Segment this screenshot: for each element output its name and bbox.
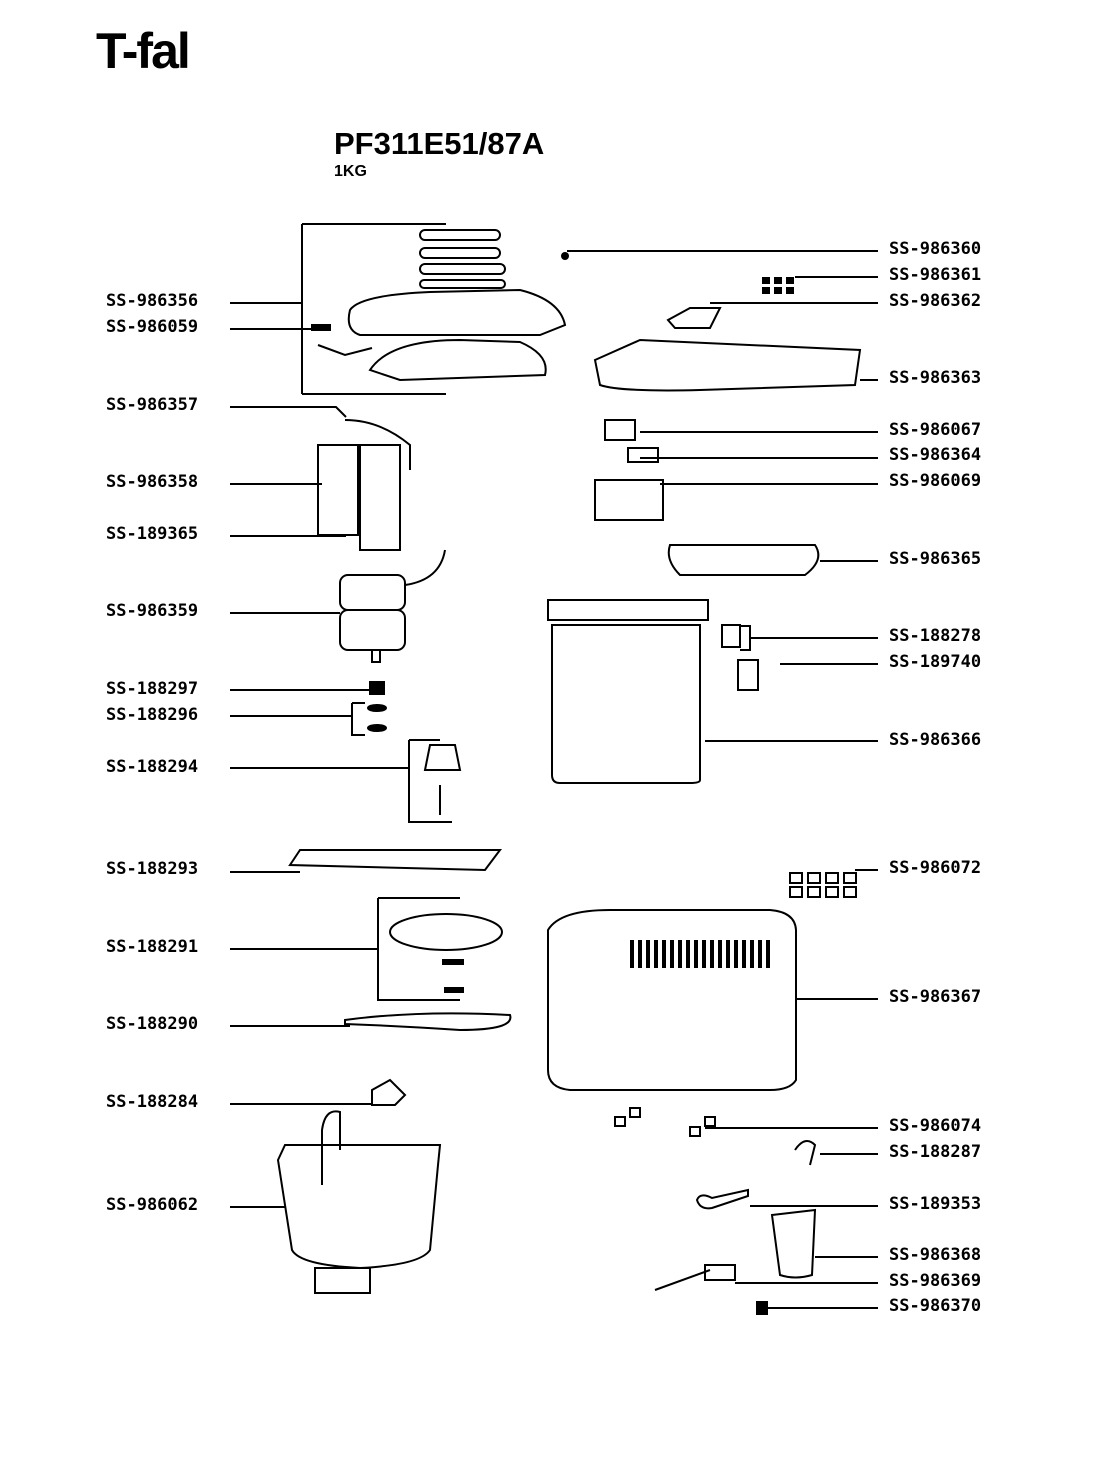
knob bbox=[756, 1301, 768, 1315]
connector bbox=[627, 447, 659, 463]
part-label: SS-986363 bbox=[889, 368, 982, 388]
part-label: SS-188296 bbox=[106, 705, 199, 725]
capacity: 1KG bbox=[334, 163, 367, 180]
part-label: SS-986360 bbox=[889, 239, 982, 259]
heating-parts bbox=[389, 913, 503, 993]
kneading-paddle bbox=[371, 1078, 407, 1106]
thermostat bbox=[737, 659, 759, 691]
motor bbox=[339, 549, 446, 663]
power-cord bbox=[654, 1264, 736, 1291]
control-panel bbox=[317, 419, 411, 551]
baking-chamber bbox=[547, 599, 709, 784]
part-label: SS-986365 bbox=[889, 549, 982, 569]
part-label: SS-188294 bbox=[106, 757, 199, 777]
part-label: SS-189365 bbox=[106, 524, 199, 544]
part-label: SS-188287 bbox=[889, 1142, 982, 1162]
rubber-feet bbox=[614, 1107, 716, 1137]
base-plate bbox=[288, 849, 502, 872]
part-label: SS-188297 bbox=[106, 679, 199, 699]
coupling bbox=[369, 681, 385, 695]
top-cover bbox=[593, 338, 862, 392]
part-label: SS-188291 bbox=[106, 937, 199, 957]
washer bbox=[367, 724, 387, 732]
part-label: SS-188290 bbox=[106, 1014, 199, 1034]
part-label: SS-986074 bbox=[889, 1116, 982, 1136]
feet-set bbox=[789, 872, 857, 898]
part-label: SS-188284 bbox=[106, 1092, 199, 1112]
belt bbox=[344, 1012, 512, 1032]
part-label: SS-986357 bbox=[106, 395, 199, 415]
measuring-spoon bbox=[695, 1188, 749, 1210]
switch bbox=[604, 419, 636, 441]
part-label: SS-986368 bbox=[889, 1245, 982, 1265]
part-label: SS-986370 bbox=[889, 1296, 982, 1316]
tfal-logo: T-fal bbox=[96, 23, 191, 79]
part-label: SS-986362 bbox=[889, 291, 982, 311]
lid-assembly bbox=[311, 229, 567, 382]
bread-pan bbox=[276, 1110, 442, 1294]
heating-element bbox=[667, 544, 820, 576]
hook bbox=[794, 1140, 817, 1166]
part-label: SS-986069 bbox=[889, 471, 982, 491]
part-label: SS-188278 bbox=[889, 626, 982, 646]
part-label: SS-986072 bbox=[889, 858, 982, 878]
leader-lines-left bbox=[230, 223, 460, 1208]
leader-lines-right bbox=[567, 250, 878, 1309]
part-label: SS-986067 bbox=[889, 420, 982, 440]
part-label: SS-986356 bbox=[106, 291, 199, 311]
pulley bbox=[423, 744, 462, 815]
part-label: SS-189740 bbox=[889, 652, 982, 672]
control-board bbox=[594, 479, 664, 521]
part-label: SS-188293 bbox=[106, 859, 199, 879]
screws-set bbox=[762, 277, 794, 294]
button bbox=[666, 307, 722, 329]
part-label: SS-986059 bbox=[106, 317, 199, 337]
model-number: PF311E51/87A bbox=[334, 126, 545, 161]
part-label: SS-189353 bbox=[889, 1194, 982, 1214]
measuring-cup bbox=[770, 1208, 817, 1279]
sensor bbox=[721, 624, 741, 648]
part-label: SS-986359 bbox=[106, 601, 199, 621]
washer bbox=[367, 704, 387, 712]
part-label: SS-986361 bbox=[889, 265, 982, 285]
part-label: SS-986358 bbox=[106, 472, 199, 492]
part-label: SS-986364 bbox=[889, 445, 982, 465]
part-label: SS-986367 bbox=[889, 987, 982, 1007]
housing bbox=[547, 909, 797, 1091]
part-label: SS-986369 bbox=[889, 1271, 982, 1291]
part-label: SS-986366 bbox=[889, 730, 982, 750]
screw bbox=[561, 252, 569, 260]
part-label: SS-986062 bbox=[106, 1195, 199, 1215]
